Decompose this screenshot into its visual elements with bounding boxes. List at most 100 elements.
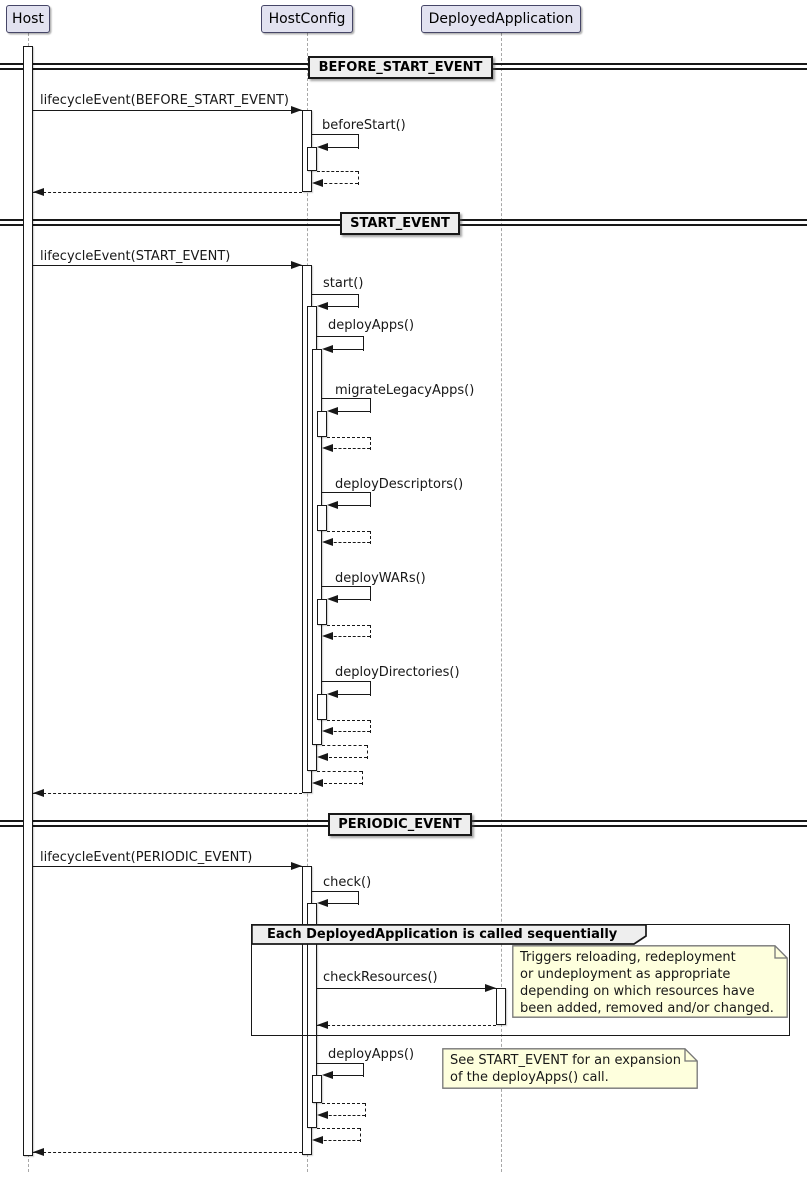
arrowhead xyxy=(327,595,338,603)
message-label: deployWARs() xyxy=(335,571,426,586)
arrowhead xyxy=(322,632,333,640)
self-message-line xyxy=(370,492,371,507)
note-text: Triggers reloading, redeployment or unde… xyxy=(520,950,774,1016)
arrowhead xyxy=(327,501,338,509)
self-message-line xyxy=(363,1063,364,1077)
arrowhead xyxy=(322,727,333,735)
self-message-line xyxy=(312,891,358,892)
activation-bar xyxy=(23,46,33,1156)
self-message-line xyxy=(329,448,370,449)
self-message-line xyxy=(334,599,370,600)
group-header xyxy=(251,924,647,945)
self-message-line xyxy=(317,336,363,337)
self-message-line xyxy=(312,134,358,135)
self-message-line xyxy=(322,1103,365,1104)
lifeline-deployedapplication xyxy=(500,33,502,1172)
message-label: lifecycleEvent(START_EVENT) xyxy=(40,249,231,264)
divider-periodic-event: PERIODIC_EVENT xyxy=(328,813,472,836)
message-label: checkResources() xyxy=(323,970,438,985)
arrowhead xyxy=(291,106,302,114)
self-message-line xyxy=(324,147,358,148)
arrowhead xyxy=(322,1071,333,1079)
activation-bar xyxy=(312,349,322,745)
arrowhead xyxy=(33,1148,44,1156)
self-message-line xyxy=(317,1128,360,1129)
self-message-line xyxy=(329,349,363,350)
self-message-line xyxy=(322,398,370,399)
arrowhead xyxy=(33,789,44,797)
activation-bar xyxy=(307,147,317,171)
self-message-line xyxy=(327,720,370,721)
self-message-line xyxy=(322,681,370,682)
self-message-line xyxy=(322,586,370,587)
arrowhead xyxy=(322,345,333,353)
arrowhead xyxy=(327,407,338,415)
message-label: deployApps() xyxy=(328,1047,415,1062)
self-message-line xyxy=(365,1103,366,1117)
self-message-line xyxy=(324,757,367,758)
arrowhead xyxy=(312,779,323,787)
arrowhead xyxy=(312,1136,323,1144)
participant-host: Host xyxy=(6,5,50,33)
self-message-line xyxy=(319,183,358,184)
arrowhead xyxy=(317,1021,328,1029)
participant-deployedapplication: DeployedApplication xyxy=(421,5,581,33)
divider-start-event: START_EVENT xyxy=(340,212,460,235)
message-label: deployApps() xyxy=(328,318,415,333)
message-label: lifecycleEvent(BEFORE_START_EVENT) xyxy=(40,93,289,108)
self-message-line xyxy=(370,531,371,544)
arrowhead xyxy=(322,444,333,452)
activation-bar xyxy=(317,411,327,437)
self-message-line xyxy=(358,891,359,905)
self-message-line xyxy=(334,411,370,412)
self-message-line xyxy=(370,586,371,601)
self-message-line xyxy=(363,336,364,351)
self-message-line xyxy=(317,171,358,172)
self-message-line xyxy=(334,694,370,695)
message-line xyxy=(33,192,302,193)
message-line xyxy=(317,1025,496,1026)
self-message-line xyxy=(327,437,370,438)
arrowhead xyxy=(317,753,328,761)
self-message-line xyxy=(324,306,358,307)
self-message-line xyxy=(324,903,358,904)
note: See START_EVENT for an expansion of the … xyxy=(442,1048,698,1089)
arrowhead xyxy=(317,302,328,310)
message-line xyxy=(33,265,302,266)
self-message-line xyxy=(322,492,370,493)
self-message-line xyxy=(370,681,371,696)
message-label: beforeStart() xyxy=(322,118,406,133)
self-message-line xyxy=(358,134,359,149)
message-label: start() xyxy=(323,276,364,291)
note: Triggers reloading, redeployment or unde… xyxy=(512,945,788,1018)
message-label: lifecycleEvent(PERIODIC_EVENT) xyxy=(40,850,253,865)
message-label: check() xyxy=(323,875,372,890)
self-message-line xyxy=(322,745,367,746)
message-label: deployDirectories() xyxy=(335,665,460,680)
arrowhead xyxy=(327,690,338,698)
activation-bar xyxy=(307,903,317,1128)
message-line xyxy=(33,1152,302,1153)
arrowhead xyxy=(291,862,302,870)
arrowhead xyxy=(317,1111,328,1119)
participant-hostconfig: HostConfig xyxy=(261,5,353,33)
arrowhead xyxy=(33,188,44,196)
self-message-line xyxy=(329,731,370,732)
arrowhead xyxy=(312,179,323,187)
self-message-line xyxy=(367,745,368,759)
message-label: migrateLegacyApps() xyxy=(335,383,475,398)
self-message-line xyxy=(358,294,359,308)
message-line xyxy=(317,988,496,989)
self-message-line xyxy=(327,531,370,532)
self-message-line xyxy=(319,1140,360,1141)
activation-bar xyxy=(317,505,327,531)
self-message-line xyxy=(312,294,358,295)
activation-bar xyxy=(312,1075,322,1103)
self-message-line xyxy=(317,1063,363,1064)
self-message-line xyxy=(324,1115,365,1116)
self-message-line xyxy=(370,437,371,450)
self-message-line xyxy=(360,1128,361,1142)
arrowhead xyxy=(485,984,496,992)
message-line xyxy=(33,866,302,867)
